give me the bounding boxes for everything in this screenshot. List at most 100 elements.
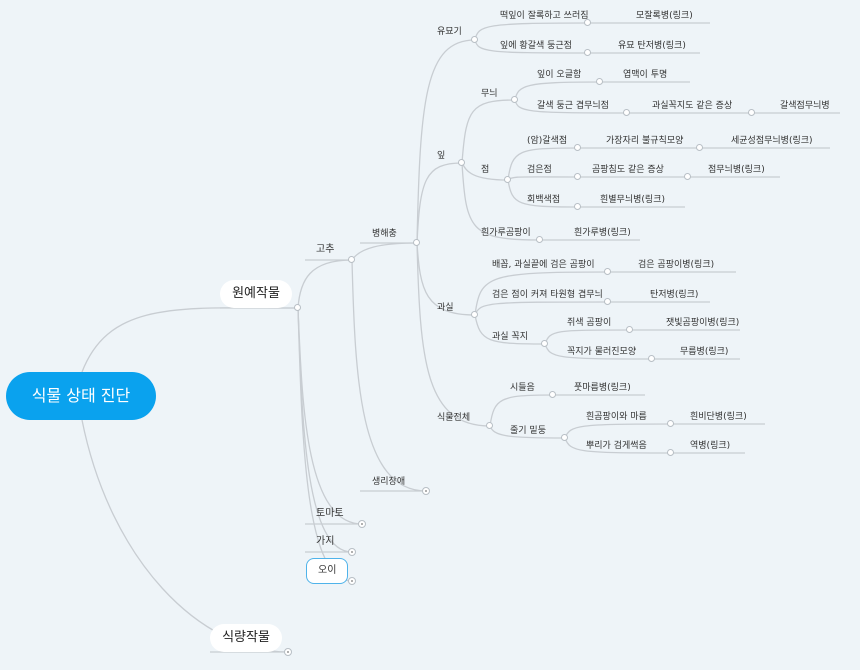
link-stem-b[interactable]: 무름병(링크) xyxy=(680,347,729,357)
node-pattern-a2[interactable]: 엽맥이 투명 xyxy=(623,70,668,80)
collapse-dot-spot[interactable] xyxy=(504,176,511,183)
root-label: 식물 상태 진단 xyxy=(31,386,131,405)
node-fuzzy-b[interactable]: 잎에 황갈색 둥근점 xyxy=(500,41,572,51)
node-stem-a[interactable]: 쥐색 곰팡이 xyxy=(567,318,612,328)
link-base-a[interactable]: 흰비단병(링크) xyxy=(690,412,747,422)
link-pest-fuzzy xyxy=(416,39,476,244)
link-fruit-a[interactable]: 검은 곰팡이병(링크) xyxy=(638,260,715,270)
dot-spot-c[interactable] xyxy=(574,203,581,210)
dot-stem-b[interactable] xyxy=(648,355,655,362)
node-horticulture[interactable]: 원예작물 xyxy=(220,280,292,308)
node-spot-a2[interactable]: 가장자리 불규칙모양 xyxy=(606,136,684,146)
collapse-dot-horticulture[interactable] xyxy=(294,304,301,311)
collapse-dot-pest[interactable] xyxy=(413,239,420,246)
dot-pattern-b2[interactable] xyxy=(748,109,755,116)
link-stem-a[interactable]: 잿빛곰팡이병(링크) xyxy=(666,318,740,328)
collapse-dot-stem[interactable] xyxy=(541,340,548,347)
link-root-food xyxy=(81,419,289,653)
link-pattern-b[interactable]: 갈색점무늬병 xyxy=(780,101,830,111)
collapse-dot-fuzzy[interactable] xyxy=(471,36,478,43)
dot-spot-b2[interactable] xyxy=(684,173,691,180)
link-horti-pepper xyxy=(297,259,353,309)
dot-base-a[interactable] xyxy=(667,420,674,427)
node-eggplant[interactable]: 가지 xyxy=(316,536,335,547)
node-pattern-b2[interactable]: 과실꼭지도 같은 증상 xyxy=(652,101,733,111)
collapse-dot-leaf[interactable] xyxy=(458,159,465,166)
node-pattern[interactable]: 무늬 xyxy=(481,89,498,99)
node-pattern-a[interactable]: 잎이 오글함 xyxy=(537,70,582,80)
link-pepper-pest xyxy=(351,242,418,261)
node-stem-b[interactable]: 꼭지가 물러진모양 xyxy=(567,347,637,357)
node-pepper[interactable]: 고추 xyxy=(316,244,335,255)
dot-spot-a[interactable] xyxy=(574,144,581,151)
node-wilt[interactable]: 시들음 xyxy=(510,383,535,393)
node-fuzzy[interactable]: 유묘기 xyxy=(437,27,462,37)
expand-dot-tomato[interactable] xyxy=(358,520,366,528)
link-pest-fruit xyxy=(416,242,476,316)
link-horti-tomato xyxy=(297,307,363,525)
link-spot-c[interactable]: 흰별무늬병(링크) xyxy=(600,195,665,205)
dot-fruit-b[interactable] xyxy=(604,298,611,305)
link-fuzzy-b[interactable]: 유묘 탄저병(링크) xyxy=(618,41,686,51)
node-pattern-b[interactable]: 갈색 둥근 겹무늬점 xyxy=(537,101,609,111)
node-spot-c[interactable]: 회백색점 xyxy=(527,195,561,205)
link-pest-whole xyxy=(416,242,491,427)
root-node[interactable]: 식물 상태 진단 xyxy=(6,372,156,420)
expand-dot-eggplant[interactable] xyxy=(348,548,356,556)
collapse-dot-pattern[interactable] xyxy=(511,96,518,103)
node-stem[interactable]: 과실 꼭지 xyxy=(492,332,528,342)
collapse-dot-pepper[interactable] xyxy=(348,256,355,263)
node-horticulture-label: 원예작물 xyxy=(232,286,280,301)
expand-dot-physio[interactable] xyxy=(422,487,430,495)
node-base-b[interactable]: 뿌리가 검게썩음 xyxy=(586,441,647,451)
collapse-dot-whole[interactable] xyxy=(486,422,493,429)
node-physio[interactable]: 생리장애 xyxy=(372,477,406,487)
node-pest[interactable]: 병해충 xyxy=(372,229,397,239)
node-cucumber-selected[interactable] xyxy=(306,558,348,584)
node-fruit[interactable]: 과실 xyxy=(437,303,454,313)
collapse-dot-fruit[interactable] xyxy=(471,311,478,318)
node-leaf[interactable]: 잎 xyxy=(437,151,446,161)
dot-pattern-b[interactable] xyxy=(623,109,630,116)
link-fuzzy-a[interactable]: 모잘록병(링크) xyxy=(636,11,693,21)
dot-pattern-a[interactable] xyxy=(596,78,603,85)
link-wilt[interactable]: 풋마름병(링크) xyxy=(574,383,631,393)
link-base-b[interactable]: 역병(링크) xyxy=(690,441,731,451)
link-pest-leaf xyxy=(416,162,463,244)
link-fruit-b[interactable]: 탄저병(링크) xyxy=(650,290,699,300)
dot-fruit-a[interactable] xyxy=(604,268,611,275)
link-spot-b[interactable]: 점무늬병(링크) xyxy=(708,165,765,175)
node-mold[interactable]: 흰가루곰팡이 xyxy=(481,228,531,238)
dot-fuzzy-a[interactable] xyxy=(584,19,591,26)
node-food-crops[interactable]: 식량작물 xyxy=(210,624,282,652)
expand-dot-food-crops[interactable] xyxy=(284,648,292,656)
link-root-horticulture xyxy=(81,307,299,373)
node-spot[interactable]: 점 xyxy=(481,165,490,175)
node-spot-a[interactable]: (암)갈색점 xyxy=(527,136,568,146)
node-base-a[interactable]: 흰곰팡이와 마름 xyxy=(586,412,647,422)
dot-stem-a[interactable] xyxy=(626,326,633,333)
node-fuzzy-a[interactable]: 떡잎이 잘록하고 쓰러짐 xyxy=(500,11,589,21)
node-food-crops-label: 식량작물 xyxy=(222,630,270,645)
node-fruit-a[interactable]: 배꼽, 과실끝에 검은 곰팡이 xyxy=(492,260,595,270)
link-mold[interactable]: 흰가루병(링크) xyxy=(574,228,631,238)
node-cucumber[interactable]: 오이 xyxy=(318,565,337,576)
dot-fuzzy-b[interactable] xyxy=(584,49,591,56)
link-pepper-physio xyxy=(351,259,427,492)
dot-mold[interactable] xyxy=(536,236,543,243)
dot-wilt[interactable] xyxy=(549,391,556,398)
node-base[interactable]: 줄기 밑둥 xyxy=(510,426,546,436)
dot-base-b[interactable] xyxy=(667,449,674,456)
collapse-dot-base[interactable] xyxy=(561,434,568,441)
dot-spot-a2[interactable] xyxy=(696,144,703,151)
node-spot-b2[interactable]: 곰팡침도 같은 증상 xyxy=(592,165,664,175)
node-whole[interactable]: 식물전체 xyxy=(437,413,471,423)
node-fruit-b[interactable]: 검은 점이 커져 타원형 겹무늬 xyxy=(492,290,603,300)
node-spot-b[interactable]: 검은점 xyxy=(527,165,552,175)
node-tomato[interactable]: 토마토 xyxy=(316,508,344,519)
expand-dot-cucumber[interactable] xyxy=(348,577,356,585)
link-spot-a[interactable]: 세균성점무늬병(링크) xyxy=(731,136,813,146)
dot-spot-b[interactable] xyxy=(574,173,581,180)
